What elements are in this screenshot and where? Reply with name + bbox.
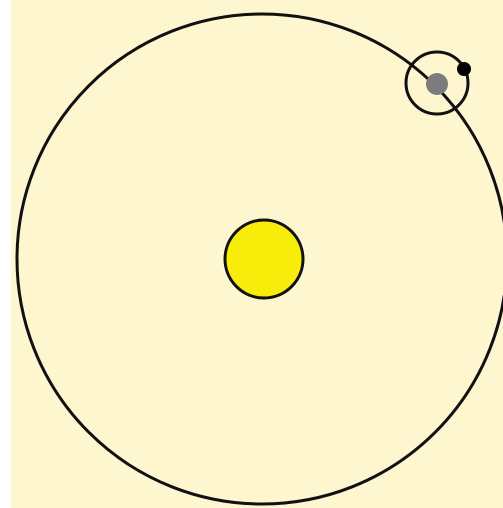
sun bbox=[225, 220, 303, 298]
planet bbox=[426, 73, 448, 95]
moon bbox=[457, 62, 471, 76]
